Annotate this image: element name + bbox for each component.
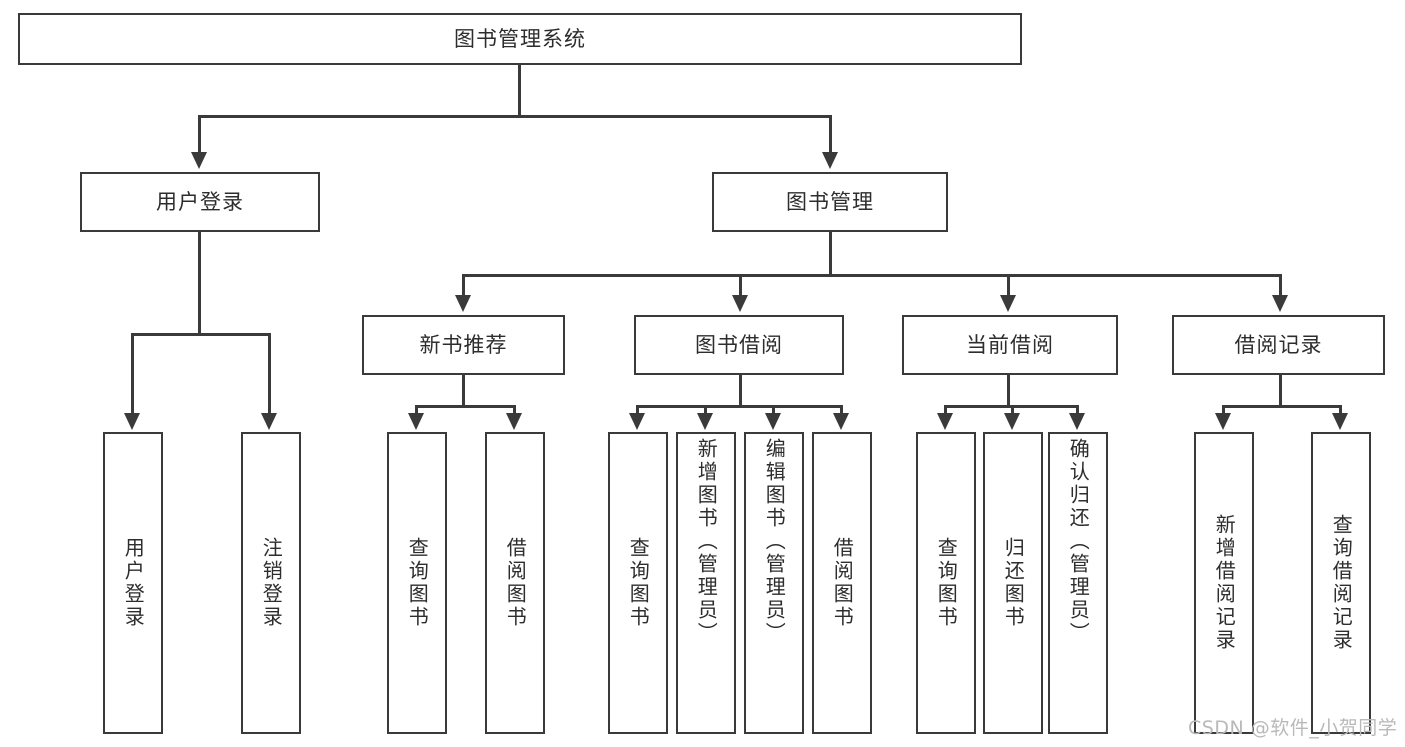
node-borrow-record[interactable]: 借阅记录: [1172, 315, 1385, 375]
connector-new-book-to-leaf-2: [513, 405, 516, 415]
node-label: 查询图书: [626, 537, 651, 629]
connector-bm-to-new-book: [462, 274, 465, 298]
leaf-add-book-admin[interactable]: 新增图书（管理员）: [676, 432, 736, 734]
leaf-edit-book-admin[interactable]: 编辑图书（管理员）: [744, 432, 804, 734]
node-label: 编辑图书（管理员）: [762, 438, 787, 645]
node-current-borrow[interactable]: 当前借阅: [902, 315, 1118, 375]
connector-bm-to-borrow-record: [1279, 274, 1282, 298]
connector-new-book-bar: [415, 405, 516, 408]
arrowhead-bb-leaf-1: [629, 413, 645, 430]
connector-bb-to-leaf-1: [636, 405, 639, 415]
leaf-return-book[interactable]: 归还图书: [983, 432, 1043, 734]
csdn-watermark: CSDN @软件_小贺同学: [1188, 717, 1398, 739]
connector-new-book-stem: [462, 375, 465, 407]
connector-bb-to-leaf-3: [772, 405, 775, 415]
connector-bb-to-leaf-2: [704, 405, 707, 415]
node-root-book-management-system[interactable]: 图书管理系统: [18, 13, 1022, 65]
arrowhead-bm-new-book: [455, 295, 471, 312]
node-label: 新增借阅记录: [1212, 514, 1237, 652]
node-label: 新增图书（管理员）: [694, 438, 719, 645]
leaf-query-book-current[interactable]: 查询图书: [916, 432, 976, 734]
node-label: 借阅记录: [1234, 332, 1323, 357]
leaf-query-book-recommend[interactable]: 查询图书: [387, 432, 447, 734]
leaf-query-book-borrow[interactable]: 查询图书: [608, 432, 668, 734]
node-label: 归还图书: [1001, 537, 1026, 629]
arrowhead-bb-leaf-2: [697, 413, 713, 430]
arrowhead-bm-borrow-record: [1272, 295, 1288, 312]
node-label: 用户登录: [121, 537, 146, 629]
arrowhead-new-book-leaf-2: [506, 413, 522, 430]
node-label: 注销登录: [259, 537, 284, 629]
arrowhead-br-leaf-1: [1215, 413, 1231, 430]
connector-bm-to-book-borrow: [739, 274, 742, 298]
arrowhead-new-book-leaf-1: [408, 413, 424, 430]
connector-user-login-bar: [131, 333, 270, 336]
arrowhead-user-login-leaf-2: [261, 413, 277, 430]
connector-cb-to-leaf-2: [1011, 405, 1014, 415]
node-book-borrow[interactable]: 图书借阅: [634, 315, 844, 375]
arrowhead-user-login-leaf-1: [124, 413, 140, 430]
connector-book-borrow-stem: [739, 375, 742, 407]
connector-br-to-leaf-2: [1339, 405, 1342, 415]
node-book-management[interactable]: 图书管理: [712, 172, 948, 232]
arrowhead-br-leaf-2: [1332, 413, 1348, 430]
leaf-query-borrow-record[interactable]: 查询借阅记录: [1311, 432, 1371, 734]
connector-book-borrow-bar: [636, 405, 843, 408]
node-label: 确认归还（管理员）: [1066, 438, 1091, 645]
node-user-login[interactable]: 用户登录: [80, 172, 320, 232]
arrowhead-root-to-book-management: [822, 152, 838, 169]
connector-root-to-book-management: [829, 115, 832, 155]
connector-borrow-record-bar: [1222, 405, 1342, 408]
leaf-add-borrow-record[interactable]: 新增借阅记录: [1194, 432, 1254, 734]
node-label: 借阅图书: [830, 537, 855, 629]
connector-user-login-to-leaf-1: [131, 333, 134, 415]
connector-user-login-to-leaf-2: [268, 333, 271, 415]
node-label: 查询借阅记录: [1329, 514, 1354, 652]
connector-br-to-leaf-1: [1222, 405, 1225, 415]
arrowhead-cb-leaf-3: [1069, 413, 1085, 430]
connector-new-book-to-leaf-1: [415, 405, 418, 415]
leaf-borrow-book-recommend[interactable]: 借阅图书: [485, 432, 545, 734]
connector-borrow-record-stem: [1279, 375, 1282, 407]
leaf-confirm-return-admin[interactable]: 确认归还（管理员）: [1048, 432, 1108, 734]
leaf-logout[interactable]: 注销登录: [241, 432, 301, 734]
arrowhead-bb-leaf-3: [765, 413, 781, 430]
connector-book-management-stem: [829, 232, 832, 276]
node-label: 借阅图书: [503, 537, 528, 629]
connector-root-stem: [518, 65, 521, 117]
connector-user-login-stem: [198, 232, 201, 336]
connector-current-borrow-stem: [1007, 375, 1010, 407]
connector-root-bar: [198, 115, 832, 118]
node-label: 当前借阅: [966, 332, 1054, 357]
node-label: 图书管理系统: [454, 26, 586, 51]
leaf-borrow-book[interactable]: 借阅图书: [812, 432, 872, 734]
connector-cb-to-leaf-3: [1076, 405, 1079, 415]
node-new-book-recommend[interactable]: 新书推荐: [362, 315, 565, 375]
arrowhead-bm-book-borrow: [732, 295, 748, 312]
connector-book-management-bar: [462, 274, 1282, 277]
connector-bb-to-leaf-4: [840, 405, 843, 415]
connector-bm-to-current-borrow: [1007, 274, 1010, 298]
node-label: 用户登录: [156, 189, 244, 214]
node-label: 图书管理: [786, 189, 874, 214]
connector-cb-to-leaf-1: [944, 405, 947, 415]
node-label: 新书推荐: [419, 332, 508, 357]
arrowhead-cb-leaf-2: [1004, 413, 1020, 430]
connector-root-to-user-login: [198, 115, 201, 155]
arrowhead-cb-leaf-1: [937, 413, 953, 430]
node-label: 图书借阅: [695, 332, 783, 357]
leaf-user-login[interactable]: 用户登录: [103, 432, 163, 734]
node-label: 查询图书: [934, 537, 959, 629]
arrowhead-bb-leaf-4: [833, 413, 849, 430]
arrowhead-root-to-user-login: [191, 152, 207, 169]
node-label: 查询图书: [405, 537, 430, 629]
arrowhead-bm-current-borrow: [1000, 295, 1016, 312]
